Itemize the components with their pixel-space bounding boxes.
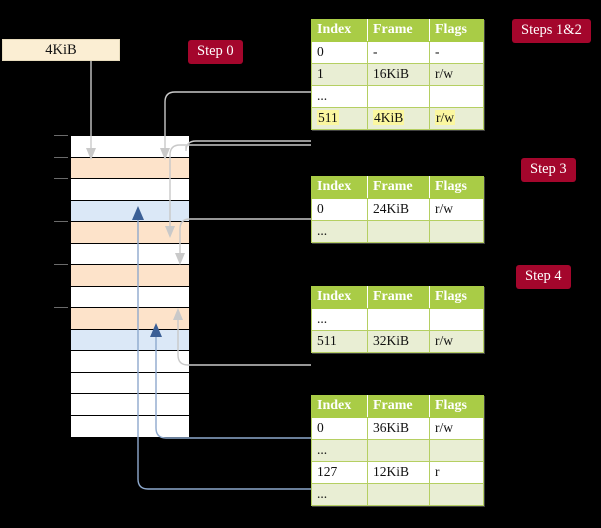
step-badge-step3: Step 3: [521, 158, 576, 182]
cell-index: 1: [311, 63, 368, 86]
cell-index: ...: [311, 439, 368, 462]
column-header-flags: Flags: [429, 19, 484, 42]
table-row: 511 4KiB r/w: [311, 107, 484, 130]
highlighted-value: 4KiB: [373, 110, 405, 125]
column-header-index: Index: [311, 395, 368, 418]
cell-index: ...: [311, 308, 368, 331]
cell-frame: [367, 85, 430, 108]
column-header-flags: Flags: [429, 395, 484, 418]
memory-tick: [54, 135, 68, 136]
memory-cell: [71, 308, 189, 330]
memory-cell: [71, 179, 189, 201]
memory-frame-box-label: 4KiB: [45, 41, 77, 58]
column-header-frame: Frame: [367, 176, 430, 199]
cell-flags: r: [429, 461, 484, 484]
memory-cell: [71, 265, 189, 287]
memory-cell: [71, 222, 189, 244]
memory-cell: [71, 415, 189, 437]
highlighted-value: r/w: [435, 110, 455, 125]
table-row: ...: [311, 439, 484, 462]
cell-flags: [429, 220, 484, 243]
memory-cell: [71, 136, 189, 158]
physical-memory-column: [70, 135, 190, 437]
cell-frame: 32KiB: [367, 330, 430, 353]
cell-flags: -: [429, 41, 484, 64]
cell-frame: 36KiB: [367, 417, 430, 440]
cell-frame: [367, 220, 430, 243]
memory-tick: [54, 156, 68, 158]
column-header-flags: Flags: [429, 286, 484, 309]
column-header-index: Index: [311, 286, 368, 309]
highlighted-value: 511: [317, 110, 339, 125]
cell-frame: [367, 308, 430, 331]
cell-index: ...: [311, 483, 368, 506]
cell-flags: [429, 439, 484, 462]
memory-cell: [71, 200, 189, 222]
cell-flags: [429, 85, 484, 108]
step-badge-steps12: Steps 1&2: [512, 19, 591, 43]
table-row: ...: [311, 308, 484, 331]
memory-tick: [54, 178, 68, 179]
table-row: ...: [311, 220, 484, 243]
memory-cell: [71, 351, 189, 373]
cell-index: 511: [311, 330, 368, 353]
cell-flags: r/w: [429, 63, 484, 86]
cell-index: 127: [311, 461, 368, 484]
cell-frame: 4KiB: [367, 107, 430, 130]
cell-frame: [367, 439, 430, 462]
table-row: ...: [311, 483, 484, 506]
cell-flags: r/w: [429, 330, 484, 353]
memory-cell: [71, 394, 189, 416]
cell-flags: r/w: [429, 107, 484, 130]
cell-flags: [429, 308, 484, 331]
step-badge-step4: Step 4: [516, 265, 571, 289]
memory-cell: [71, 286, 189, 308]
cell-flags: [429, 483, 484, 506]
cell-frame: 16KiB: [367, 63, 430, 86]
column-header-index: Index: [311, 19, 368, 42]
cell-flags: r/w: [429, 198, 484, 221]
memory-cell: [71, 372, 189, 394]
column-header-frame: Frame: [367, 19, 430, 42]
column-header-index: Index: [311, 176, 368, 199]
cell-index: 0: [311, 41, 368, 64]
step-badge-step0: Step 0: [188, 40, 243, 64]
table-row: 0--: [311, 41, 484, 64]
cell-index: ...: [311, 220, 368, 243]
cell-frame: -: [367, 41, 430, 64]
cell-flags: r/w: [429, 417, 484, 440]
cell-frame: [367, 483, 430, 506]
cell-index: 0: [311, 198, 368, 221]
cell-index: 0: [311, 417, 368, 440]
cell-index: ...: [311, 85, 368, 108]
memory-tick: [54, 264, 68, 265]
memory-frame-box-4kib: 4KiB: [2, 39, 120, 61]
memory-tick: [54, 307, 68, 308]
memory-tick: [54, 221, 68, 222]
column-header-frame: Frame: [367, 395, 430, 418]
column-header-frame: Frame: [367, 286, 430, 309]
column-header-flags: Flags: [429, 176, 484, 199]
cell-frame: 12KiB: [367, 461, 430, 484]
memory-cell: [71, 157, 189, 179]
table-row: ...: [311, 85, 484, 108]
cell-index: 511: [311, 107, 368, 130]
memory-cell: [71, 243, 189, 265]
cell-frame: 24KiB: [367, 198, 430, 221]
